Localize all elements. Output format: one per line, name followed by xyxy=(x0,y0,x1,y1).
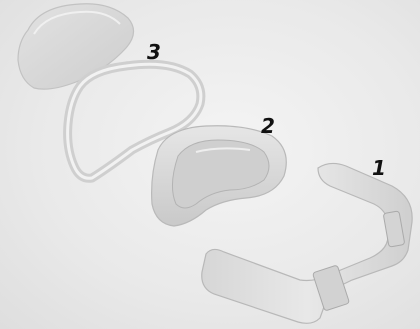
frame-callout-number: 2 xyxy=(257,116,279,136)
foam-frame xyxy=(152,126,287,226)
outer-lens xyxy=(18,4,134,89)
lens-callout-number: 3 xyxy=(143,42,165,62)
strap-callout-number: 1 xyxy=(368,158,390,178)
